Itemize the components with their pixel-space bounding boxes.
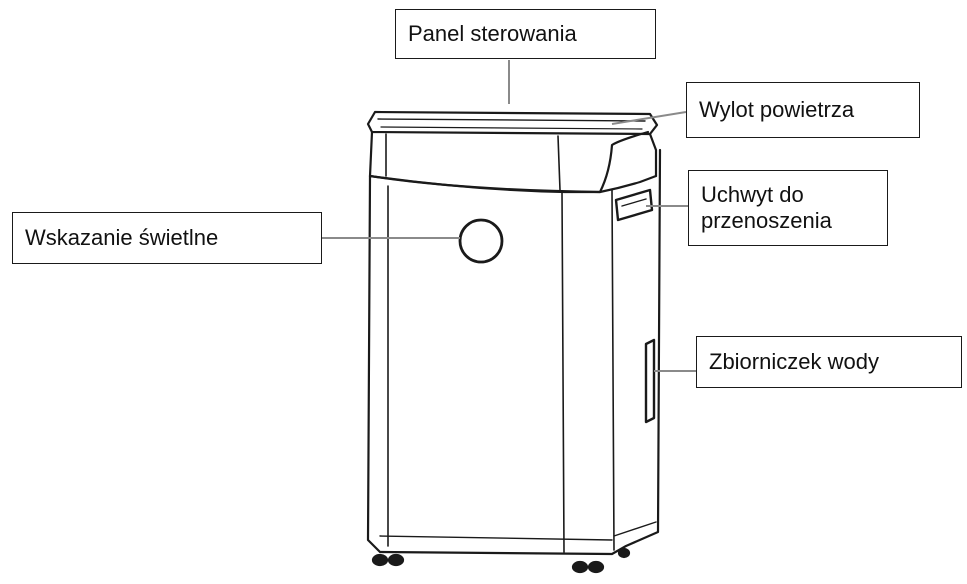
label-air-outlet: Wylot powietrza	[686, 82, 920, 138]
leader-air-outlet	[611, 111, 687, 125]
label-carry-handle: Uchwyt do przenoszenia	[688, 170, 888, 246]
upper-band	[368, 130, 658, 194]
main-body	[366, 148, 662, 556]
carry-handle	[614, 188, 654, 222]
leader-lines	[322, 60, 696, 372]
label-control-panel: Panel sterowania	[395, 9, 656, 59]
casters	[371, 547, 631, 574]
label-light-indicator: Wskazanie świetlne	[12, 212, 322, 264]
label-water-tank: Zbiorniczek wody	[696, 336, 962, 388]
light-indicator-ring	[458, 218, 504, 264]
water-tank-slot	[644, 338, 656, 424]
